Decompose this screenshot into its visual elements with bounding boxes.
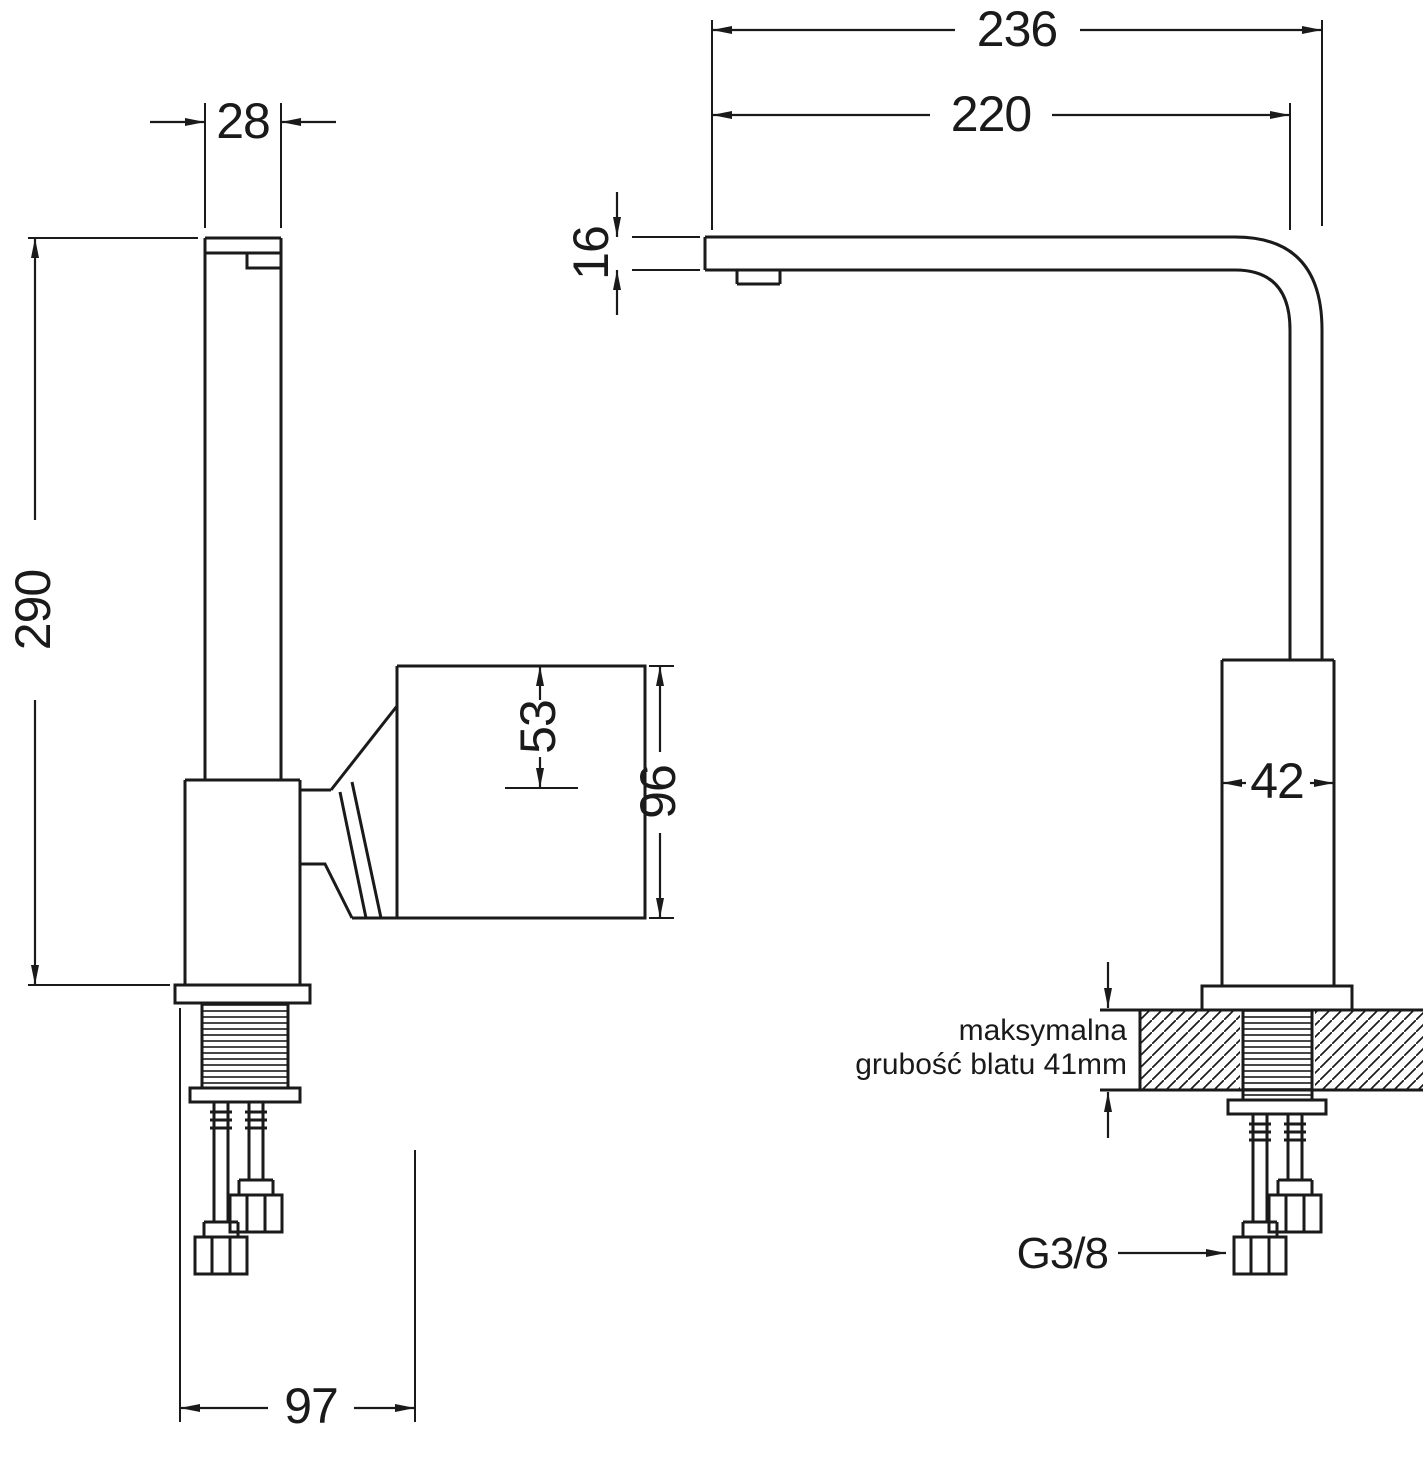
front-dimension-lines — [613, 26, 1334, 1257]
front-view-outline — [703, 235, 1354, 1276]
front-extension-lines — [632, 20, 1323, 271]
connector-size-label: G3/8 — [1017, 1229, 1108, 1278]
dim-handle-height-label: 96 — [630, 765, 686, 819]
dim-base-depth-label: 97 — [284, 1378, 338, 1434]
dim-body-width-label: 42 — [1250, 753, 1304, 809]
countertop-outline — [1100, 1008, 1423, 1092]
side-dimension-lines — [31, 118, 664, 1412]
side-thread-section — [202, 1003, 288, 1088]
dim-overall-reach-label: 236 — [977, 1, 1057, 57]
side-view-outline — [173, 236, 647, 1276]
dim-spout-thickness-label: 16 — [563, 226, 619, 280]
dim-spout-reach-label: 220 — [951, 86, 1031, 142]
countertop-note-line2: grubość blatu 41mm — [855, 1048, 1127, 1081]
dim-overall-height-label: 290 — [5, 570, 61, 650]
front-thread-section — [1243, 1010, 1312, 1100]
front-view: 236 220 16 42 maksymalna grubość blatu 4… — [563, 1, 1423, 1278]
dim-handle-offset-label: 53 — [510, 700, 566, 754]
countertop-hatch-right — [1315, 1010, 1423, 1090]
countertop-hatch-left — [1140, 1010, 1240, 1090]
countertop-note-line1: maksymalna — [959, 1014, 1128, 1047]
dim-spout-width-label: 28 — [216, 93, 270, 149]
side-view: 28 290 53 96 97 — [5, 93, 686, 1434]
